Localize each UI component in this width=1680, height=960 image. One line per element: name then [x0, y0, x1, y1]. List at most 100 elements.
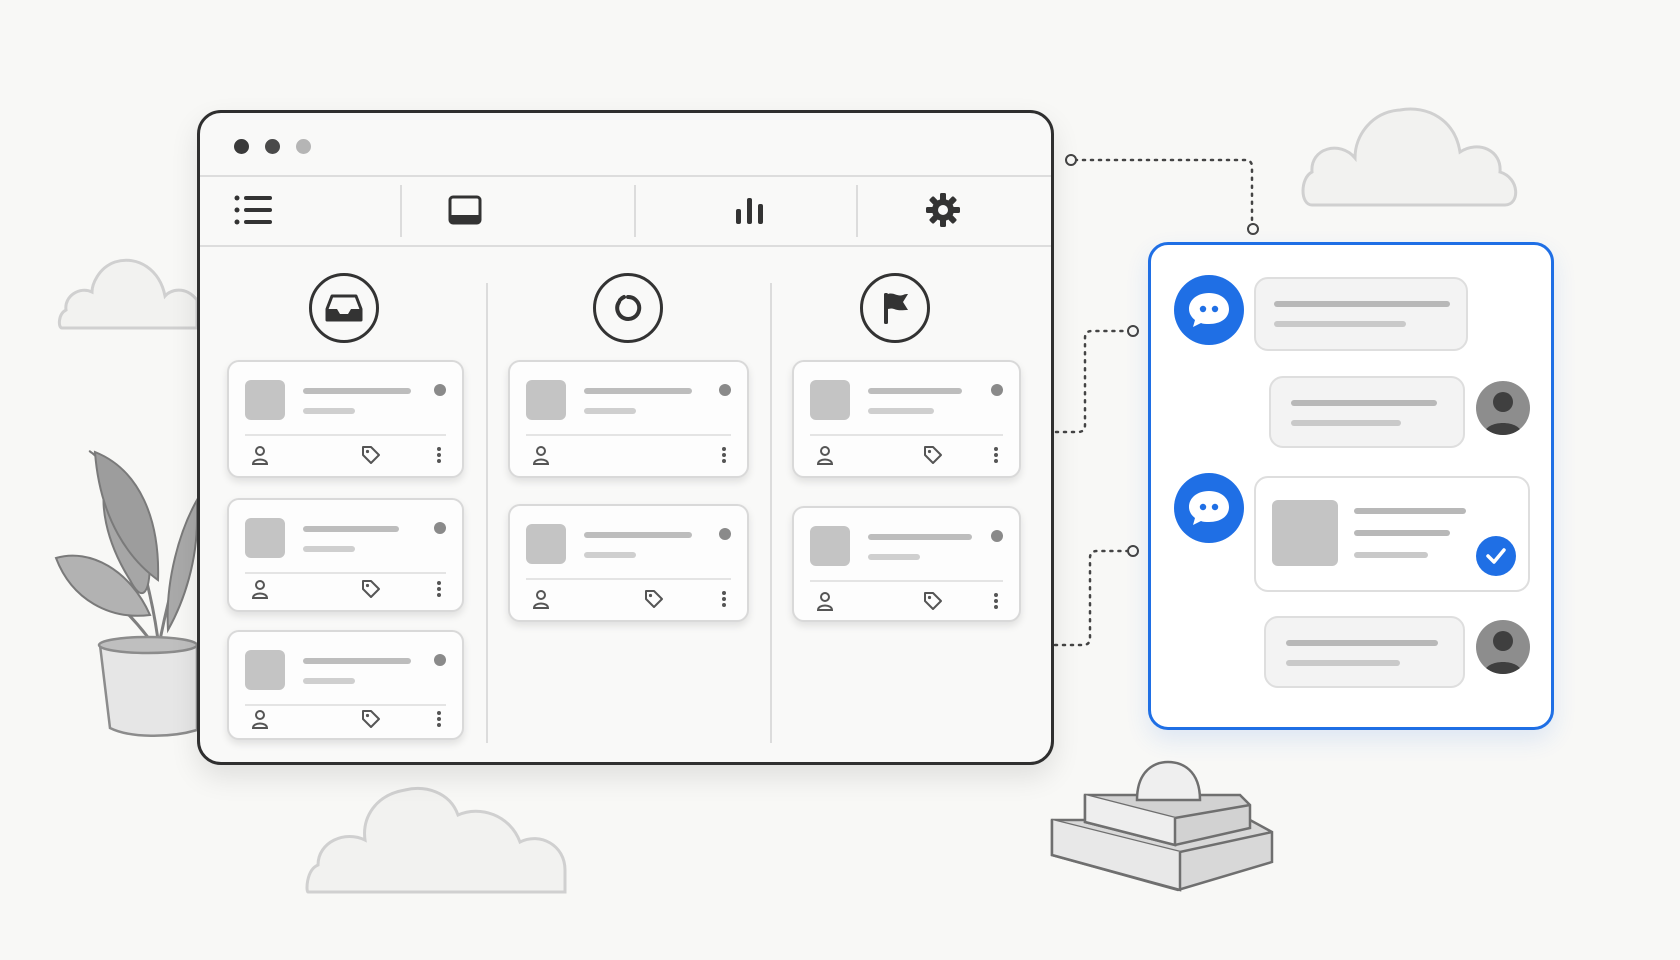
card-tag-button[interactable]	[922, 590, 944, 612]
card-divider	[245, 704, 446, 706]
gear-icon	[926, 193, 960, 227]
bot-message	[1254, 277, 1468, 351]
card-tag-button[interactable]	[360, 578, 382, 600]
tag-icon	[362, 710, 380, 728]
toolbar	[200, 175, 1051, 247]
card-more-button[interactable]	[428, 444, 450, 466]
status-dot	[434, 522, 446, 534]
bot-avatar	[1174, 275, 1244, 345]
card-more-button[interactable]	[985, 444, 1007, 466]
card-more-button[interactable]	[713, 444, 735, 466]
card-assignee-button[interactable]	[814, 444, 836, 466]
card-subtitle-placeholder	[584, 552, 636, 558]
card-more-button[interactable]	[428, 578, 450, 600]
more-vertical-icon	[437, 447, 441, 463]
column-done-header[interactable]	[860, 273, 930, 343]
connector-dot	[1065, 154, 1077, 166]
card-divider	[245, 434, 446, 436]
user-icon	[532, 590, 550, 609]
message-line-placeholder	[1274, 301, 1450, 307]
bot-avatar	[1174, 473, 1244, 543]
card-assignee-button[interactable]	[814, 590, 836, 612]
card-title-placeholder	[303, 388, 411, 394]
window-maximize-dot[interactable]	[296, 139, 311, 154]
task-card[interactable]	[792, 360, 1021, 478]
card-more-button[interactable]	[985, 590, 1007, 612]
card-title-placeholder	[303, 526, 399, 532]
more-vertical-icon	[437, 711, 441, 727]
message-line-placeholder	[1354, 530, 1450, 536]
flag-icon	[884, 293, 908, 324]
card-tag-button[interactable]	[643, 588, 665, 610]
cloud-icon	[57, 258, 199, 330]
toolbar-divider	[856, 185, 858, 237]
list-button[interactable]	[230, 187, 276, 233]
more-vertical-icon	[722, 591, 726, 607]
status-dot	[434, 654, 446, 666]
message-line-placeholder	[1274, 321, 1406, 327]
card-title-placeholder	[584, 532, 692, 538]
inbox-tray-icon	[448, 195, 482, 225]
task-card[interactable]	[508, 504, 749, 622]
user-avatar-icon	[1484, 392, 1522, 435]
user-avatar-icon	[1484, 631, 1522, 674]
card-divider	[245, 572, 446, 574]
task-card[interactable]	[227, 630, 464, 740]
task-card[interactable]	[508, 360, 749, 478]
connector-lines	[1013, 158, 1254, 647]
card-divider	[526, 434, 731, 436]
card-tag-button[interactable]	[360, 444, 382, 466]
tag-icon	[924, 592, 942, 610]
window-close-dot[interactable]	[234, 139, 249, 154]
task-card[interactable]	[792, 506, 1021, 622]
task-card[interactable]	[227, 360, 464, 478]
card-divider	[810, 434, 1003, 436]
plant-icon	[54, 450, 202, 737]
more-vertical-icon	[994, 447, 998, 463]
user-icon	[816, 446, 834, 465]
user-icon	[251, 446, 269, 465]
user-icon	[532, 446, 550, 465]
column-inbox-header[interactable]	[309, 273, 379, 343]
card-assignee-button[interactable]	[249, 708, 271, 730]
card-assignee-button[interactable]	[249, 578, 271, 600]
more-vertical-icon	[994, 593, 998, 609]
card-tag-button[interactable]	[360, 708, 382, 730]
status-dot	[991, 384, 1003, 396]
tag-icon	[924, 446, 942, 464]
card-thumbnail	[245, 380, 285, 420]
card-assignee-button[interactable]	[249, 444, 271, 466]
bot-attachment-message[interactable]	[1254, 476, 1530, 592]
card-assignee-button[interactable]	[530, 588, 552, 610]
chat-bubble-icon	[1189, 293, 1229, 327]
chat-bubble-icon	[1189, 491, 1229, 525]
user-icon	[816, 592, 834, 611]
column-divider	[486, 283, 488, 743]
tag-icon	[362, 446, 380, 464]
tag-icon	[362, 580, 380, 598]
toolbar-divider	[400, 185, 402, 237]
connector-dot	[1247, 223, 1259, 235]
bar-chart-button[interactable]	[727, 187, 773, 233]
column-progress-header[interactable]	[593, 273, 663, 343]
attachment-thumbnail	[1272, 500, 1338, 566]
card-more-button[interactable]	[713, 588, 735, 610]
user-message	[1269, 376, 1465, 448]
settings-button[interactable]	[920, 187, 966, 233]
check-icon	[1486, 548, 1506, 564]
card-tag-button[interactable]	[922, 444, 944, 466]
status-dot	[434, 384, 446, 396]
inbox-tray-button[interactable]	[442, 187, 488, 233]
card-divider	[526, 578, 731, 580]
window-minimize-dot[interactable]	[265, 139, 280, 154]
book-stack-icon	[1050, 760, 1274, 892]
card-divider	[810, 580, 1003, 582]
card-assignee-button[interactable]	[530, 444, 552, 466]
card-title-placeholder	[303, 658, 411, 664]
card-more-button[interactable]	[428, 708, 450, 730]
card-subtitle-placeholder	[868, 554, 920, 560]
task-card[interactable]	[227, 498, 464, 612]
user-avatar	[1476, 381, 1530, 435]
card-subtitle-placeholder	[303, 678, 355, 684]
chat-panel	[1148, 242, 1554, 730]
